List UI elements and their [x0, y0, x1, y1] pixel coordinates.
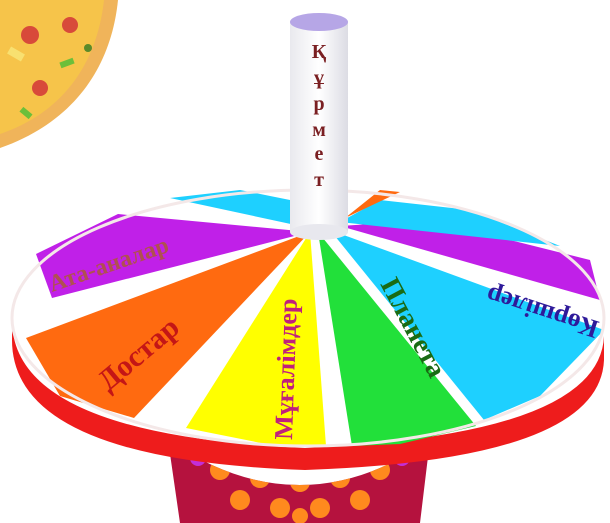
stem-letter: ұ: [314, 67, 324, 89]
stem-letter: м: [312, 119, 326, 141]
stem-letter: р: [313, 93, 324, 115]
stem-letter: т: [314, 169, 324, 191]
stem-letter: е: [315, 143, 324, 165]
stem-letter: Қ: [312, 41, 327, 63]
segment-label-mugalimder: Мұғалімдер: [269, 298, 303, 440]
pizza-icon: [0, 0, 118, 148]
